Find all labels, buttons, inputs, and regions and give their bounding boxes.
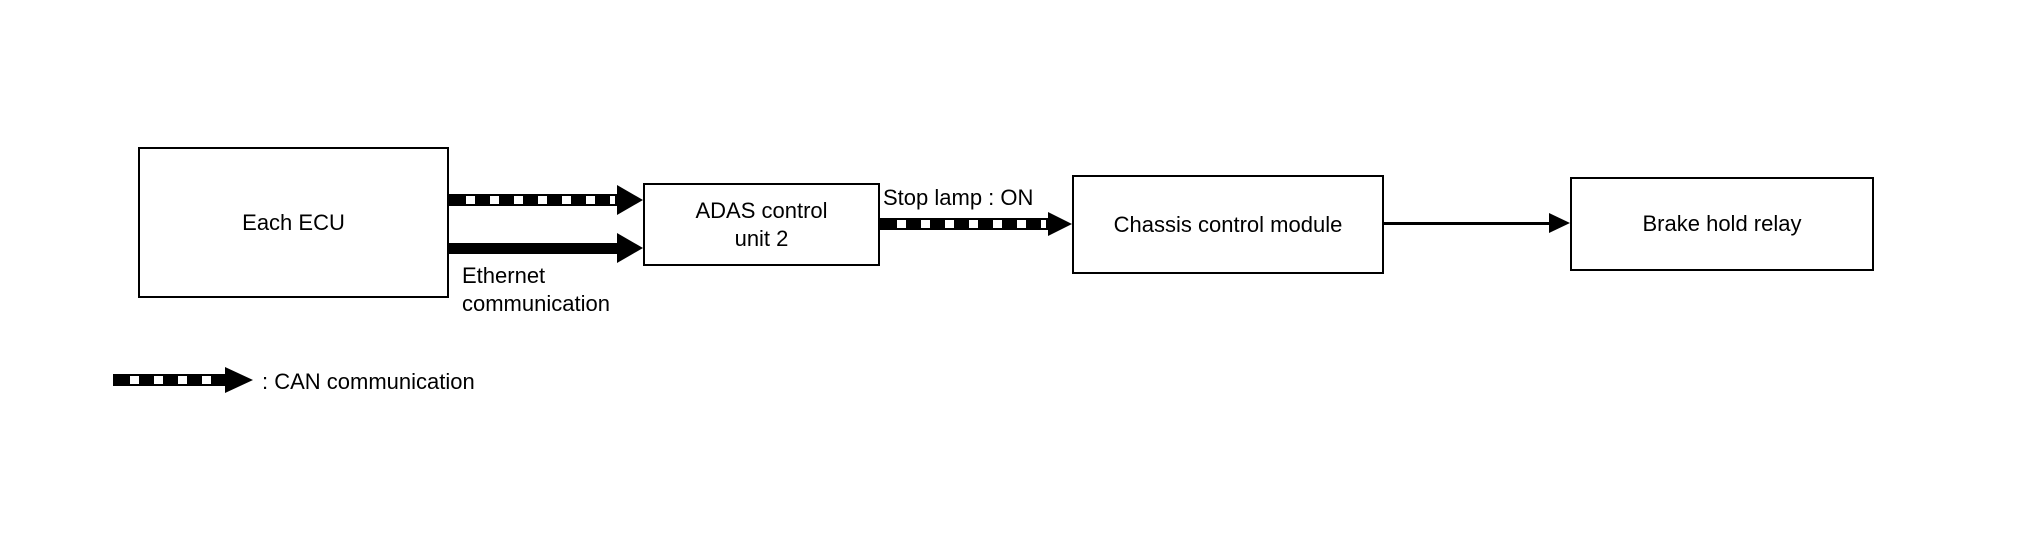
arrowhead-icon <box>617 233 643 263</box>
node-adas-label-line2: unit 2 <box>734 225 789 251</box>
legend-label: : CAN communication <box>262 369 475 394</box>
node-each-ecu: Each ECU <box>138 147 449 298</box>
legend-arrowhead-icon <box>225 367 253 393</box>
edge-label-stop-lamp: Stop lamp : ON <box>883 185 1034 210</box>
node-each-ecu-label: Each ECU <box>242 209 345 235</box>
can-arrow-icon <box>449 194 617 206</box>
edge-label-ethernet: Ethernet communication <box>462 262 610 318</box>
node-chassis-label: Chassis control module <box>1113 211 1343 237</box>
node-brake-hold-relay: Brake hold relay <box>1570 177 1874 271</box>
arrowhead-icon <box>617 185 643 215</box>
legend-can-arrow-icon <box>113 374 225 386</box>
ethernet-arrow-icon <box>449 243 617 254</box>
node-adas-control-unit-2: ADAS control unit 2 <box>643 183 880 266</box>
arrowhead-icon <box>1048 212 1072 236</box>
plain-arrow-icon <box>1384 222 1549 225</box>
arrowhead-icon <box>1549 213 1570 233</box>
node-brake-label: Brake hold relay <box>1642 211 1802 236</box>
can-arrow-icon <box>880 218 1048 230</box>
node-adas-label-line1: ADAS control <box>695 197 828 223</box>
edge-label-ethernet-line2: communication <box>462 291 610 316</box>
node-chassis-control-module: Chassis control module <box>1072 175 1384 274</box>
edge-label-ethernet-line1: Ethernet <box>462 263 546 288</box>
